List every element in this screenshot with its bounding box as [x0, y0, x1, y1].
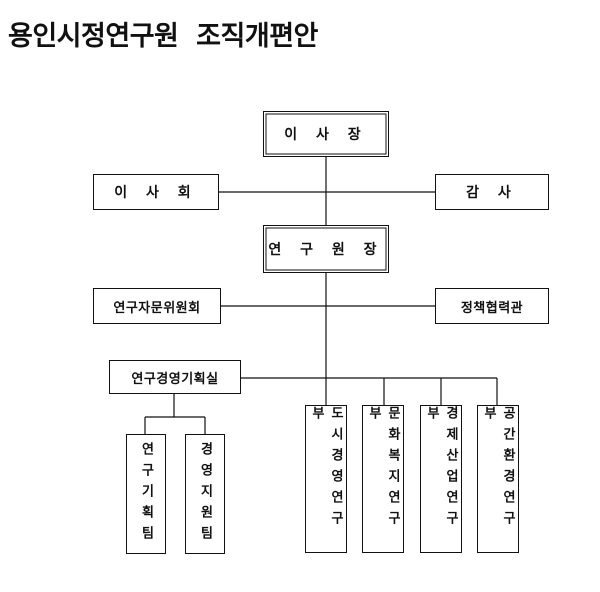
chairman-box: 이 사 장: [263, 111, 389, 157]
planning-office-box: 연구경영기획실: [109, 360, 241, 394]
auditor-box: 감 사: [435, 174, 549, 210]
auditor-label: 감 사: [466, 185, 518, 201]
president-box: 연 구 원 장: [263, 225, 389, 273]
board-label: 이 사 회: [114, 185, 198, 201]
policy-cooperation-label: 정책협력관: [460, 300, 524, 316]
research-planning-team-box: 연구기획팀: [126, 434, 166, 554]
space-environment-dept-box: 공간환경연구부: [477, 405, 519, 553]
chairman-label: 이 사 장: [284, 127, 368, 143]
economy-industry-dept-label: 경제산업연구부: [424, 406, 458, 532]
page-title: 용인시정연구원 조직개편안: [8, 21, 318, 52]
policy-cooperation-box: 정책협력관: [435, 288, 549, 324]
board-box: 이 사 회: [93, 174, 219, 210]
space-environment-dept-label: 공간환경연구부: [481, 406, 515, 532]
advisory-committee-box: 연구자문위원회: [93, 288, 221, 324]
urban-research-dept-label: 도시경영연구부: [309, 406, 343, 532]
management-support-team-box: 경영지원팀: [185, 434, 225, 554]
advisory-committee-label: 연구자문위원회: [113, 300, 201, 316]
culture-welfare-dept-label: 문화복지연구부: [366, 406, 400, 532]
president-label: 연 구 원 장: [268, 242, 384, 258]
research-planning-team-label: 연구기획팀: [138, 441, 154, 547]
economy-industry-dept-box: 경제산업연구부: [420, 405, 462, 553]
planning-office-label: 연구경영기획실: [131, 371, 219, 387]
culture-welfare-dept-box: 문화복지연구부: [362, 405, 404, 553]
urban-research-dept-box: 도시경영연구부: [305, 405, 347, 553]
management-support-team-label: 경영지원팀: [197, 441, 213, 547]
